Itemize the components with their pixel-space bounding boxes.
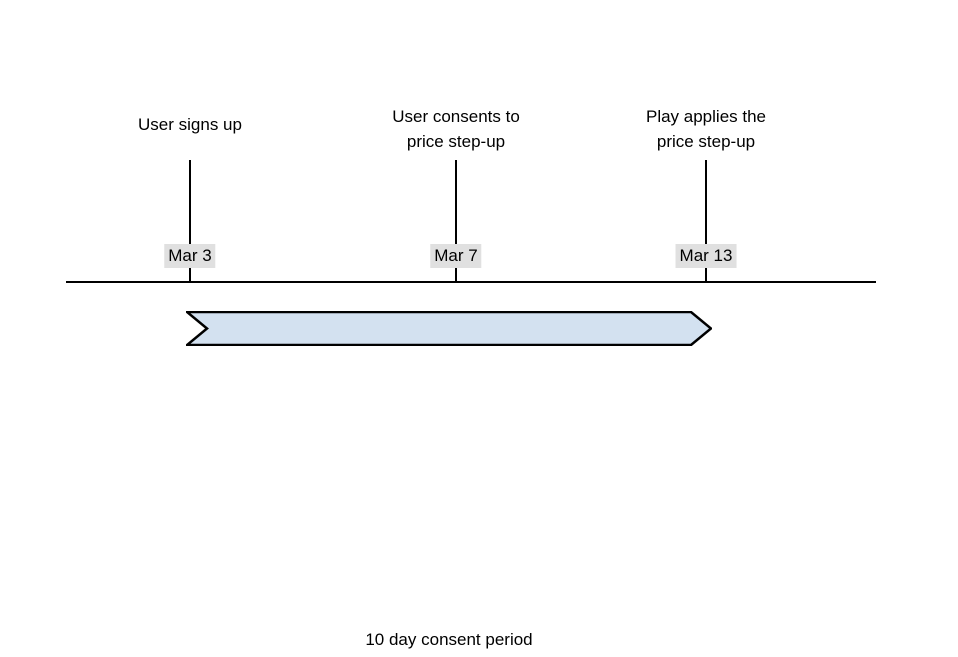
event-title-line: price step-up xyxy=(656,132,756,151)
banner-arrow-shape xyxy=(186,311,712,346)
event-title: User consents to price step-up xyxy=(392,104,520,154)
timeline-axis xyxy=(66,281,876,283)
event-date-badge: Mar 7 xyxy=(430,244,482,268)
event-date-badge: Mar 3 xyxy=(164,244,216,268)
event-title-line: User signs up xyxy=(138,115,242,134)
event-title: Play applies the price step-up xyxy=(646,104,766,154)
event-tick-marker xyxy=(189,160,191,282)
consent-period-banner: 10 day consent period xyxy=(186,311,712,649)
event-title-line: Play applies the xyxy=(645,107,767,126)
event-tick-marker xyxy=(455,160,457,282)
timeline-diagram: User signs up Mar 3 User consents to pri… xyxy=(66,104,876,649)
consent-period-label: 10 day consent period xyxy=(365,629,533,649)
event-tick-marker xyxy=(705,160,707,282)
event-title: User signs up xyxy=(138,112,242,137)
banner-arrow-polygon xyxy=(187,312,711,345)
event-title-line: User consents to xyxy=(392,107,520,126)
event-title-line: price step-up xyxy=(406,132,506,151)
event-date-badge: Mar 13 xyxy=(675,244,737,268)
